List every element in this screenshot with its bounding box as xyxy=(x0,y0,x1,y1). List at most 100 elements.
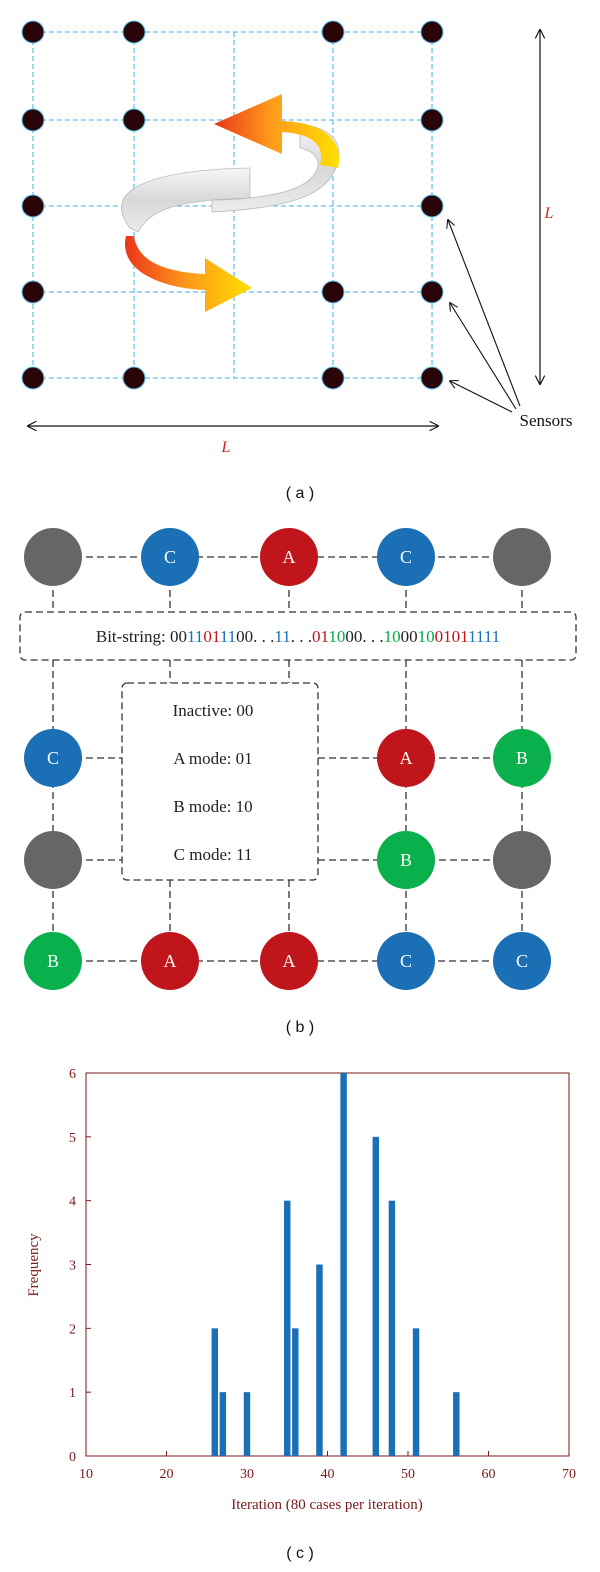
caption-b: ( b ) xyxy=(286,1019,314,1036)
x-tick-label: 10 xyxy=(79,1467,93,1482)
node-b xyxy=(493,729,551,787)
bitstring-segment: 11 xyxy=(220,627,236,646)
y-axis-label: Frequency xyxy=(26,1233,42,1297)
bitstring-segment: 11 xyxy=(484,627,500,646)
sensor-node xyxy=(21,108,45,132)
sensor-pointer xyxy=(448,220,521,407)
node-label: C xyxy=(400,951,412,971)
node-c xyxy=(141,528,199,586)
y-tick-label: 2 xyxy=(69,1322,76,1337)
node-b xyxy=(377,831,435,889)
sensor-node xyxy=(420,20,444,44)
sensor-node xyxy=(321,280,345,304)
sensor-node xyxy=(420,366,444,390)
sensor-node xyxy=(420,194,444,218)
sensor-node xyxy=(122,366,146,390)
bitstring-segment: 10 xyxy=(418,627,435,646)
bar-35 xyxy=(284,1200,291,1456)
x-axis-label: Iteration (80 cases per iteration) xyxy=(231,1497,423,1513)
sensor-grid xyxy=(32,31,433,379)
bitstring-segment: . . . xyxy=(362,627,383,646)
node-c xyxy=(493,932,551,990)
bitstring-segment: 10 xyxy=(384,627,401,646)
bar-51 xyxy=(412,1328,420,1456)
bitstring-prefix: Bit-string: xyxy=(96,627,170,646)
sensors xyxy=(21,20,444,390)
bar-46 xyxy=(372,1136,380,1456)
y-tick-label: 0 xyxy=(69,1450,76,1465)
bitstring-segment: 11 xyxy=(274,627,290,646)
node-inactive xyxy=(493,528,551,586)
bitstring-segment: 00 xyxy=(170,627,187,646)
dimension-label-x: L xyxy=(221,439,231,456)
node-c xyxy=(24,729,82,787)
dimension-label-y: L xyxy=(544,205,554,222)
x-tick-label: 40 xyxy=(321,1467,335,1482)
legend-a-mode: A mode: 01 xyxy=(173,749,252,768)
x-tick-label: 30 xyxy=(240,1467,254,1482)
bitstring-segment: . . . xyxy=(291,627,312,646)
bitstring-segment: 00 xyxy=(236,627,253,646)
y-tick-label: 3 xyxy=(69,1259,76,1274)
legend-inactive: Inactive: 00 xyxy=(173,701,254,720)
node-label: B xyxy=(400,850,412,870)
bitstring-box xyxy=(19,611,577,661)
node-inactive xyxy=(24,831,82,889)
bitstring-segment: 10 xyxy=(328,627,345,646)
sensor-node xyxy=(122,20,146,44)
sensor-node xyxy=(21,280,45,304)
sensor-node xyxy=(420,108,444,132)
bitstring-segment: 01 xyxy=(203,627,220,646)
plot-area xyxy=(85,1072,570,1457)
node-label: C xyxy=(47,748,59,768)
node-label: A xyxy=(400,748,413,768)
sensor-node xyxy=(21,20,45,44)
sensor-node xyxy=(21,366,45,390)
bitstring-segment: . . . xyxy=(253,627,274,646)
bar-36 xyxy=(292,1328,299,1456)
y-tick-label: 4 xyxy=(69,1195,76,1210)
panel-a: L L Sensors ( a ) xyxy=(21,20,572,502)
node-c xyxy=(377,932,435,990)
node-a xyxy=(377,729,435,787)
x-tick-label: 50 xyxy=(401,1467,415,1482)
sensor-pointer xyxy=(450,303,517,410)
bitstring-segment: 01 xyxy=(435,627,452,646)
bitstring-segment: 11 xyxy=(187,627,203,646)
node-a xyxy=(141,932,199,990)
legend-b-mode: B mode: 10 xyxy=(173,797,252,816)
node-b xyxy=(24,932,82,990)
node-label: C xyxy=(400,547,412,567)
bitstring-segment: 00 xyxy=(345,627,362,646)
mode-legend-box xyxy=(121,682,319,881)
node-a xyxy=(260,932,318,990)
sensor-node xyxy=(122,108,146,132)
caption-c: ( c ) xyxy=(286,1545,314,1562)
bitstring-segment: 01 xyxy=(452,627,469,646)
panel-b: Bit-string: 0011011100. . .11. . .011000… xyxy=(19,528,577,1036)
node-label: A xyxy=(283,951,296,971)
bars xyxy=(211,1073,460,1456)
bar-48 xyxy=(388,1200,396,1456)
node-label: B xyxy=(47,951,59,971)
y-tick-label: 6 xyxy=(69,1067,76,1082)
sensor-pointer xyxy=(450,381,513,413)
node-inactive xyxy=(493,831,551,889)
y-tick-label: 1 xyxy=(69,1386,76,1401)
node-c xyxy=(377,528,435,586)
x-tick-label: 60 xyxy=(482,1467,496,1482)
node-label: B xyxy=(516,748,528,768)
node-label: C xyxy=(164,547,176,567)
bar-30 xyxy=(243,1392,251,1456)
caption-a: ( a ) xyxy=(286,485,314,502)
bar-39 xyxy=(316,1264,323,1456)
sensor-node xyxy=(420,280,444,304)
sensor-node xyxy=(21,194,45,218)
bar-42 xyxy=(340,1073,347,1456)
bar-26 xyxy=(211,1328,219,1456)
legend-c-mode: C mode: 11 xyxy=(174,845,253,864)
